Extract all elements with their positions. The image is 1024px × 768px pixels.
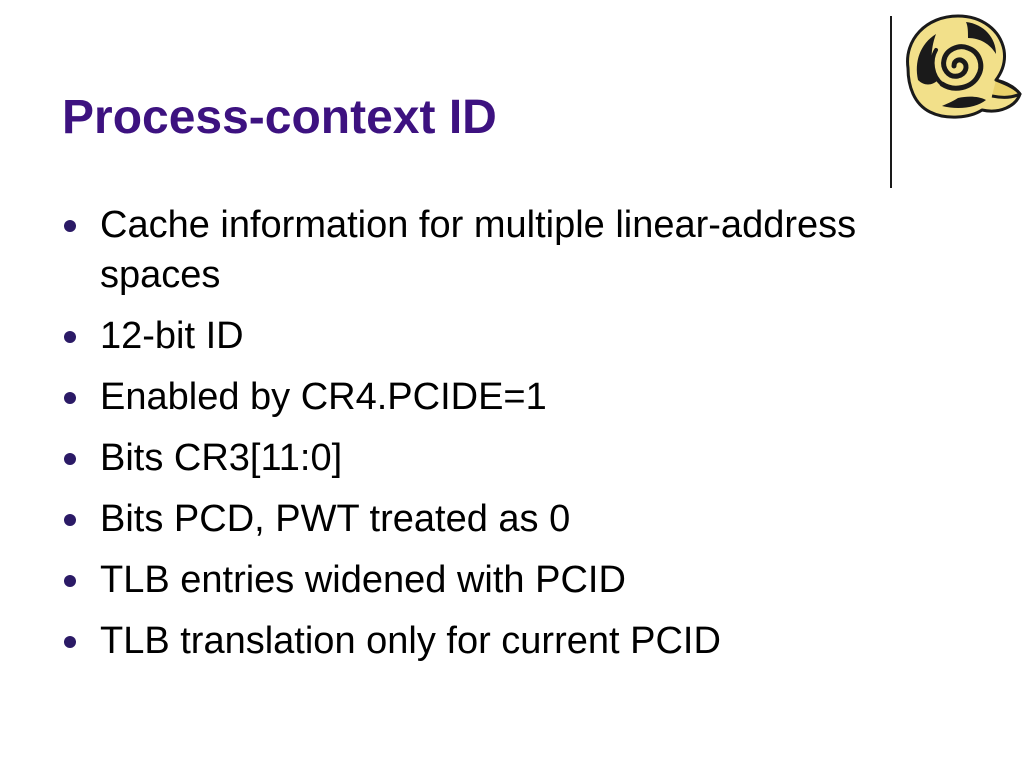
bullet-icon [64, 220, 76, 232]
bullet-icon [64, 636, 76, 648]
spiral-shell-icon [906, 14, 1022, 119]
bullet-list: Cache information for multiple linear-ad… [62, 200, 962, 677]
bullet-text: TLB entries widened with PCID [100, 559, 626, 601]
bullet-item: Bits PCD, PWT treated as 0 [62, 494, 962, 544]
bullet-icon [64, 453, 76, 465]
title-divider [890, 16, 892, 188]
bullet-text: 12-bit ID [100, 315, 244, 357]
bullet-text: Cache information for multiple linear-ad… [100, 204, 857, 296]
bullet-item: Cache information for multiple linear-ad… [62, 200, 962, 300]
slide-title: Process-context ID [62, 91, 497, 144]
bullet-text: TLB translation only for current PCID [100, 620, 721, 662]
bullet-item: 12-bit ID [62, 311, 962, 361]
bullet-icon [64, 392, 76, 404]
bullet-icon [64, 575, 76, 587]
bullet-text: Bits PCD, PWT treated as 0 [100, 498, 571, 540]
bullet-icon [64, 514, 76, 526]
bullet-text: Bits CR3[11:0] [100, 437, 343, 479]
bullet-item: TLB translation only for current PCID [62, 616, 962, 666]
bullet-item: Enabled by CR4.PCIDE=1 [62, 372, 962, 422]
bullet-icon [64, 331, 76, 343]
bullet-item: Bits CR3[11:0] [62, 433, 962, 483]
bullet-item: TLB entries widened with PCID [62, 555, 962, 605]
bullet-text: Enabled by CR4.PCIDE=1 [100, 376, 547, 418]
